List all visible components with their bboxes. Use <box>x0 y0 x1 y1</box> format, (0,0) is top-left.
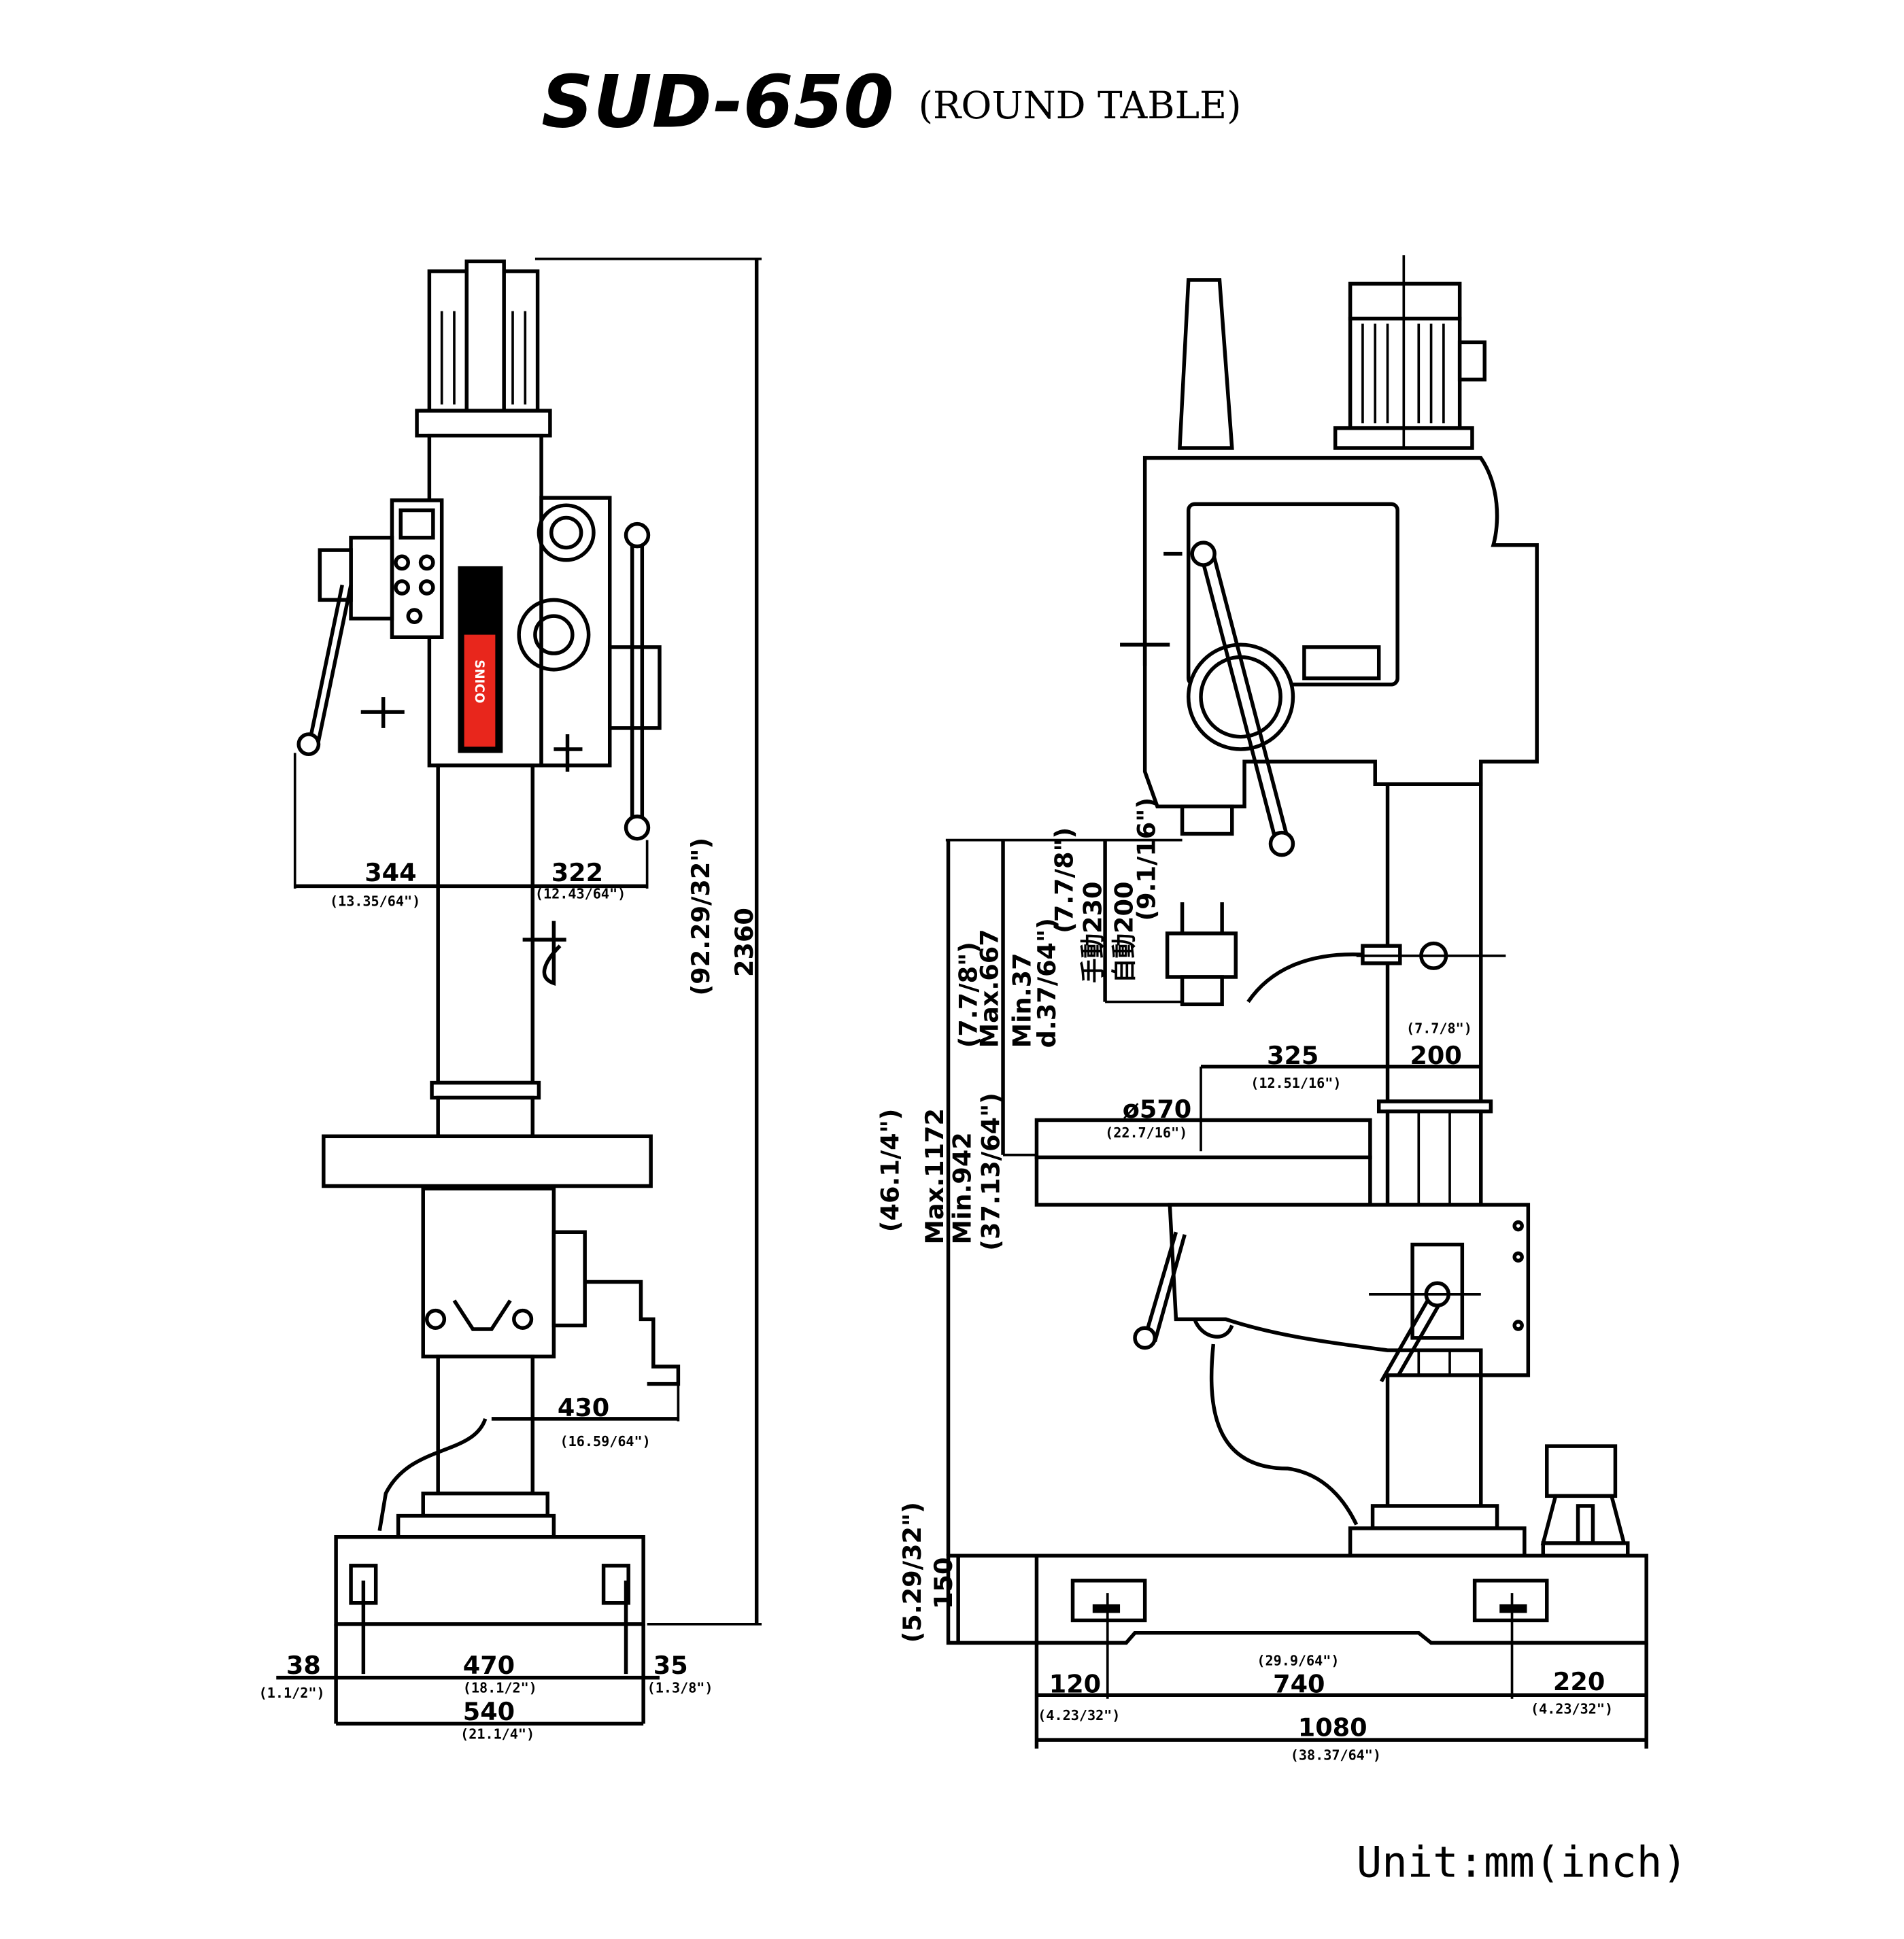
svg-text:(7.7/8"): (7.7/8") <box>1050 827 1079 933</box>
side-motor <box>1178 255 1487 450</box>
svg-text:200: 200 <box>1410 1041 1461 1070</box>
front-view: SNICO <box>259 257 762 1742</box>
svg-text:325: 325 <box>1267 1041 1319 1070</box>
svg-text:(22.7/16"): (22.7/16") <box>1105 1125 1187 1141</box>
svg-text:(7.7/8"): (7.7/8") <box>1406 1020 1472 1036</box>
svg-text:430: 430 <box>558 1393 609 1422</box>
feed-handle <box>522 921 566 986</box>
side-base <box>946 1444 1648 1749</box>
svg-text:(1.1/2"): (1.1/2") <box>259 1685 325 1701</box>
svg-text:(7.7/8"): (7.7/8") <box>954 942 983 1048</box>
svg-text:ø570: ø570 <box>1123 1095 1192 1124</box>
side-table <box>1034 1118 1372 1160</box>
table-bracket <box>421 1186 681 1386</box>
model-subtitle: (ROUND TABLE) <box>919 84 1242 127</box>
svg-text:120: 120 <box>1049 1670 1101 1699</box>
svg-text:344: 344 <box>364 858 416 887</box>
svg-text:1080: 1080 <box>1298 1713 1367 1743</box>
svg-text:(37.13/64"): (37.13/64") <box>976 1093 1006 1251</box>
svg-text:Max.667: Max.667 <box>975 929 1004 1048</box>
round-table <box>322 1134 653 1188</box>
svg-text:手動230: 手動230 <box>1078 882 1108 984</box>
side-bracket <box>1133 1203 1531 1389</box>
svg-text:(18.1/2"): (18.1/2") <box>463 1680 537 1696</box>
quill-tool <box>1165 902 1506 1007</box>
svg-text:220: 220 <box>1553 1667 1605 1696</box>
svg-text:自動200: 自動200 <box>1109 882 1138 984</box>
svg-text:d.37/64"): d.37/64") <box>1032 918 1061 1048</box>
svg-text:Max.1172: Max.1172 <box>920 1108 949 1244</box>
svg-text:(29.9/64"): (29.9/64") <box>1257 1652 1339 1668</box>
machine-base <box>334 1491 645 1724</box>
side-view: (7.7/8") Max.667 Min.37 d.37/64") (7.7/8… <box>875 255 1648 1763</box>
svg-text:(16.59/64"): (16.59/64") <box>560 1433 651 1449</box>
svg-text:150: 150 <box>929 1558 958 1609</box>
unit-label: Unit:mm(inch) <box>1357 1837 1688 1887</box>
svg-text:(38.37/64"): (38.37/64") <box>1291 1747 1381 1763</box>
svg-text:(1.3/8"): (1.3/8") <box>647 1680 713 1696</box>
svg-text:(12.51/16"): (12.51/16") <box>1251 1075 1341 1091</box>
svg-text:35: 35 <box>653 1651 688 1680</box>
svg-text:(46.1/4"): (46.1/4") <box>875 1109 904 1233</box>
svg-text:(9.1/16"): (9.1/16") <box>1132 797 1161 921</box>
svg-text:Min.37: Min.37 <box>1007 953 1036 1048</box>
side-head <box>1120 456 1539 857</box>
svg-text:740: 740 <box>1273 1670 1325 1699</box>
model-title: SUD-650 <box>541 61 894 145</box>
snico-logo: SNICO <box>472 659 486 703</box>
svg-text:(4.23/32"): (4.23/32") <box>1531 1701 1613 1717</box>
svg-text:(5.29/32"): (5.29/32") <box>898 1502 927 1643</box>
column <box>436 763 535 1085</box>
svg-text:(92.29/32"): (92.29/32") <box>686 838 715 996</box>
svg-text:540: 540 <box>463 1697 515 1726</box>
svg-text:(12.43/64"): (12.43/64") <box>535 886 626 902</box>
svg-text:322: 322 <box>551 858 603 887</box>
svg-text:(21.1/4"): (21.1/4") <box>460 1726 534 1742</box>
side-dimensions: (7.7/8") Max.667 Min.37 d.37/64") (7.7/8… <box>875 797 1648 1763</box>
svg-text:470: 470 <box>463 1651 515 1680</box>
motor <box>415 259 552 463</box>
svg-text:2360: 2360 <box>730 908 759 977</box>
svg-text:Min.942: Min.942 <box>947 1132 976 1244</box>
snico-logo-strip <box>464 634 496 747</box>
svg-text:(4.23/32"): (4.23/32") <box>1038 1707 1120 1723</box>
svg-text:38: 38 <box>286 1651 321 1680</box>
front-dimensions: 2360 (92.29/32") 344 (13.35/64") 322 (12… <box>259 257 762 1742</box>
svg-text:(13.35/64"): (13.35/64") <box>330 893 420 910</box>
